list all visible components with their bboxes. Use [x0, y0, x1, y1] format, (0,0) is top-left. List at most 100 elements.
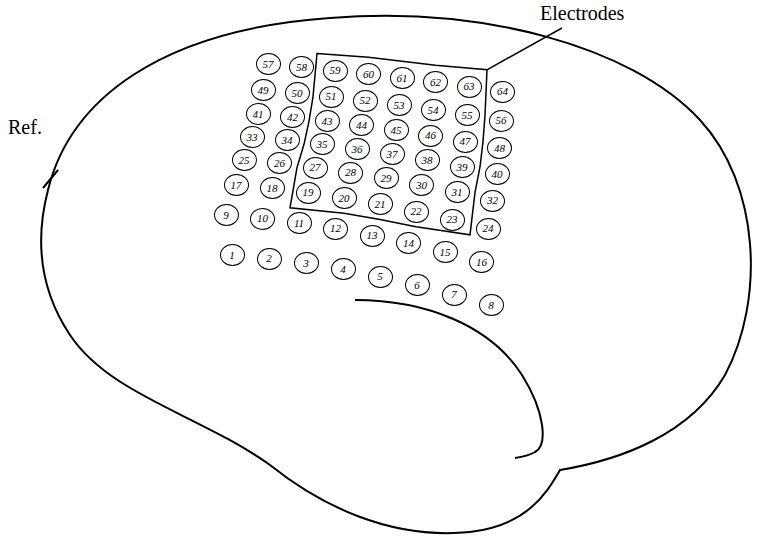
- electrode-number: 21: [375, 199, 386, 210]
- electrode-circle: 5: [368, 266, 393, 288]
- electrode-circle: 49: [251, 79, 276, 101]
- electrode-number: 38: [422, 155, 433, 166]
- electrode-circle: 19: [296, 182, 321, 204]
- electrode-number: 64: [497, 86, 508, 97]
- electrode-number: 24: [483, 223, 494, 234]
- electrode-circle: 9: [214, 204, 239, 226]
- electrode-number: 43: [322, 116, 333, 127]
- electrode-circle: 35: [310, 133, 335, 155]
- electrode-number: 58: [296, 62, 307, 73]
- electrode-number: 16: [476, 257, 487, 268]
- electrode-circle: 38: [415, 149, 440, 171]
- electrode-circle: 24: [476, 218, 501, 240]
- electrode-number: 32: [487, 195, 498, 206]
- electrode-number: 10: [257, 213, 268, 224]
- electrode-circle: 37: [380, 143, 405, 165]
- electrode-circle: 22: [404, 201, 429, 223]
- electrode-number: 17: [231, 180, 242, 191]
- electrode-number: 3: [303, 258, 309, 269]
- electrode-number: 29: [381, 173, 392, 184]
- electrode-circle: 31: [445, 181, 470, 203]
- electrode-number: 11: [294, 218, 304, 229]
- electrode-circle: 62: [423, 71, 448, 93]
- electrode-circle: 17: [224, 174, 249, 196]
- electrode-circle: 58: [289, 56, 314, 78]
- electrode-number: 35: [317, 139, 328, 150]
- electrode-number: 47: [460, 136, 471, 147]
- reference-marker: [43, 170, 58, 188]
- electrode-number: 27: [310, 162, 321, 173]
- electrode-number: 31: [452, 187, 463, 198]
- electrode-number: 57: [263, 59, 274, 70]
- electrode-number: 18: [267, 183, 278, 194]
- electrode-circle: 1: [220, 244, 245, 266]
- electrode-number: 33: [247, 132, 258, 143]
- electrode-number: 12: [330, 223, 341, 234]
- electrode-number: 26: [274, 158, 285, 169]
- electrode-number: 13: [367, 230, 378, 241]
- electrode-number: 42: [287, 112, 298, 123]
- electrode-circle: 16: [469, 251, 494, 273]
- electrode-number: 59: [330, 65, 341, 76]
- electrode-circle: 23: [440, 209, 465, 231]
- electrode-circle: 50: [285, 82, 310, 104]
- electrode-number: 25: [239, 155, 250, 166]
- electrode-circle: 12: [323, 218, 348, 240]
- electrode-circle: 6: [405, 274, 430, 296]
- electrode-circle: 61: [390, 67, 415, 89]
- electrode-number: 4: [340, 264, 346, 275]
- electrode-number: 49: [258, 85, 269, 96]
- electrode-number: 41: [253, 109, 264, 120]
- electrode-circle: 47: [453, 131, 478, 153]
- electrode-number: 52: [360, 95, 371, 106]
- electrode-number: 54: [428, 105, 439, 116]
- electrode-circle: 32: [480, 190, 505, 212]
- electrode-number: 39: [457, 162, 468, 173]
- electrode-number: 46: [425, 130, 436, 141]
- electrode-circle: 8: [479, 294, 504, 316]
- electrode-circle: 21: [368, 193, 393, 215]
- electrode-number: 63: [464, 81, 475, 92]
- electrode-circle: 34: [275, 129, 300, 151]
- electrode-number: 37: [387, 149, 398, 160]
- electrode-number: 14: [403, 238, 414, 249]
- electrode-number: 56: [496, 115, 507, 126]
- electrode-number: 45: [391, 125, 402, 136]
- electrode-circle: 15: [433, 241, 458, 263]
- electrode-circle: 28: [338, 162, 363, 184]
- electrode-number: 51: [326, 91, 337, 102]
- electrode-circle: 42: [280, 106, 305, 128]
- reference-label: Ref.: [8, 116, 42, 139]
- electrode-number: 1: [229, 250, 235, 261]
- electrode-circle: 48: [487, 137, 512, 159]
- electrode-number: 15: [440, 247, 451, 258]
- electrode-circle: 53: [387, 94, 412, 116]
- electrode-number: 2: [266, 253, 272, 264]
- electrode-number: 50: [292, 88, 303, 99]
- electrode-number: 61: [397, 73, 408, 84]
- electrode-number: 28: [345, 167, 356, 178]
- electrode-circle: 33: [240, 126, 265, 148]
- electrode-circle: 59: [323, 60, 348, 82]
- electrode-circle: 4: [331, 258, 356, 280]
- electrode-circle: 55: [455, 104, 480, 126]
- electrode-circle: 26: [267, 152, 292, 174]
- electrode-circle: 36: [345, 138, 370, 160]
- electrode-circle: 11: [287, 212, 312, 234]
- electrode-number: 34: [282, 135, 293, 146]
- electrode-circle: 29: [374, 167, 399, 189]
- electrode-number: 44: [356, 120, 367, 131]
- electrode-circle: 56: [489, 110, 514, 132]
- electrode-circle: 18: [260, 177, 285, 199]
- electrode-circle: 46: [418, 125, 443, 147]
- electrode-circle: 3: [294, 252, 319, 274]
- electrode-circle: 41: [246, 103, 271, 125]
- electrode-circle: 44: [349, 114, 374, 136]
- electrode-circle: 45: [384, 119, 409, 141]
- electrode-number: 23: [447, 214, 458, 225]
- electrode-circle: 63: [457, 76, 482, 98]
- electrode-circle: 51: [319, 86, 344, 108]
- electrode-circle: 39: [450, 156, 475, 178]
- electrode-number: 22: [411, 206, 422, 217]
